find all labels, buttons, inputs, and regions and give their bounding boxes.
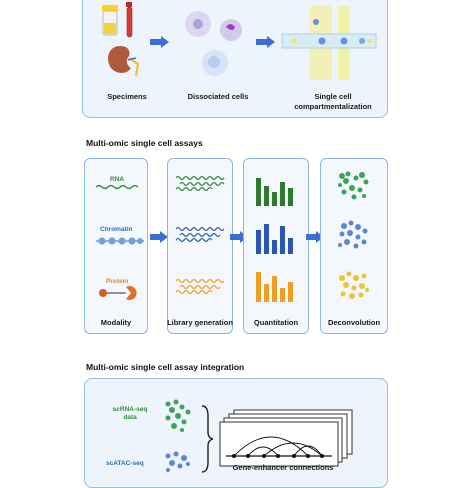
arrow-icon xyxy=(150,231,168,243)
integration-title: Multi-omic single cell assay integration xyxy=(86,362,245,372)
gene-enhancer-label: Gene-enhancer connections xyxy=(232,463,334,472)
chromatin-library-icon xyxy=(175,226,225,243)
curly-brace-icon xyxy=(201,405,214,473)
rna-label: RNA xyxy=(110,176,125,183)
dissociated-cells-icon xyxy=(185,11,242,76)
arrow-icon xyxy=(150,36,169,48)
protein-label: Protein xyxy=(106,278,129,285)
compartmentalization-label: Single cell compartmentalization xyxy=(294,92,372,111)
dissociated-cells-label: Dissociated cells xyxy=(187,92,249,101)
scrna-input-label: scRNA-seq data xyxy=(112,406,148,421)
arrow-icon xyxy=(256,36,275,48)
scrna-cluster-plot-icon xyxy=(165,399,191,432)
protein-library-icon xyxy=(175,278,225,295)
rna-bar-chart-icon xyxy=(256,178,293,206)
rna-strand-icon xyxy=(95,184,139,190)
arrow-icon xyxy=(306,231,324,243)
deconvolution-label: Deconvolution xyxy=(327,318,381,327)
library-generation-label: Library generation xyxy=(167,318,233,327)
blood-tube-icon xyxy=(126,2,133,38)
specimens-label: Specimens xyxy=(107,92,147,101)
scatac-input-label: scATAC-seq xyxy=(106,460,144,467)
modality-card xyxy=(84,158,148,334)
protein-cluster-plot-icon xyxy=(339,271,369,299)
rna-cluster-plot-icon xyxy=(338,171,369,200)
protein-antibody-icon xyxy=(99,286,137,300)
modality-label: Modality xyxy=(100,318,132,327)
scatac-cluster-plot-icon xyxy=(165,451,190,472)
chromatin-cluster-plot-icon xyxy=(338,220,368,249)
gene-enhancer-panel-stack-icon xyxy=(219,409,353,467)
kidney-icon xyxy=(108,46,140,77)
chromatin-bar-chart-icon xyxy=(256,224,293,254)
quantitation-label: Quantitation xyxy=(253,318,299,327)
microfluidic-chip-icon xyxy=(281,6,377,80)
protein-bar-chart-icon xyxy=(256,272,293,302)
rna-library-icon xyxy=(175,175,225,192)
specimen-tube-icon xyxy=(102,5,118,36)
assays-title: Multi-omic single cell assays xyxy=(86,138,203,148)
chromatin-icon xyxy=(96,237,144,245)
chromatin-label: Chromatin xyxy=(100,226,133,233)
